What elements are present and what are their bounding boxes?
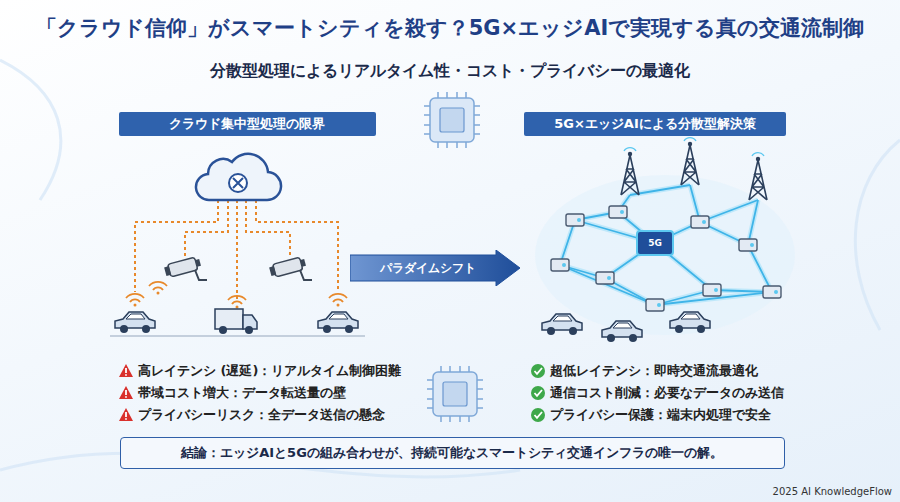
header-band: 5G×エッジAIによる分散型解決策 — [524, 112, 786, 136]
mesh-glow — [748, 200, 758, 245]
cloud-illustration — [110, 154, 365, 336]
mesh-glow — [748, 245, 772, 292]
shift-arrow: パラダイムシフト — [350, 250, 520, 286]
conclusion-box: 結論：エッジAIと5Gの組み合わせが、持続可能なスマートシティ交通インフラの唯一… — [120, 437, 785, 469]
mesh-glow — [560, 265, 655, 305]
problem-bullet: 高レイテンシ (遅延)：リアルタイム制御困難 — [138, 362, 401, 380]
watermark: 2025 AI KnowledgeFlow — [773, 485, 892, 498]
node-text: パラダイムシフト — [380, 259, 476, 277]
node-text: クラウド集中型処理の限界 — [133, 115, 362, 133]
page-title: 「クラウド信仰」がスマートシティを殺す？5G×エッジAIで実現する真の交通流制御 — [0, 14, 900, 42]
arrow-body — [350, 250, 520, 286]
mesh-link — [748, 200, 758, 245]
solution-bullet: プライバシー保護：端末内処理で安全 — [550, 406, 771, 424]
solution-bullet: 超低レイテンシ：即時交通流最適化 — [550, 362, 758, 380]
problem-bullet: 帯域コスト増大：データ転送量の壁 — [138, 384, 346, 402]
node-text: 結論：エッジAIと5Gの組み合わせが、持続可能なスマートシティ交通インフラの唯一… — [137, 444, 768, 462]
mesh-link — [748, 245, 772, 292]
node-text: 5G×エッジAIによる分散型解決策 — [538, 115, 772, 133]
problem-bullet: プライバシーリスク：全データ送信の懸念 — [138, 406, 385, 424]
mesh-glow — [560, 220, 575, 265]
mesh-link — [560, 220, 575, 265]
solution-bullet: 通信コスト削減：必要なデータのみ送信 — [550, 384, 784, 402]
edge-network-illustration — [535, 138, 795, 342]
chip-label: 5G — [637, 237, 673, 249]
mesh-link — [560, 265, 655, 305]
header-band: クラウド集中型処理の限界 — [119, 112, 376, 136]
subtitle: 分散型処理によるリアルタイム性・コスト・プライバシーの最適化 — [0, 60, 900, 82]
